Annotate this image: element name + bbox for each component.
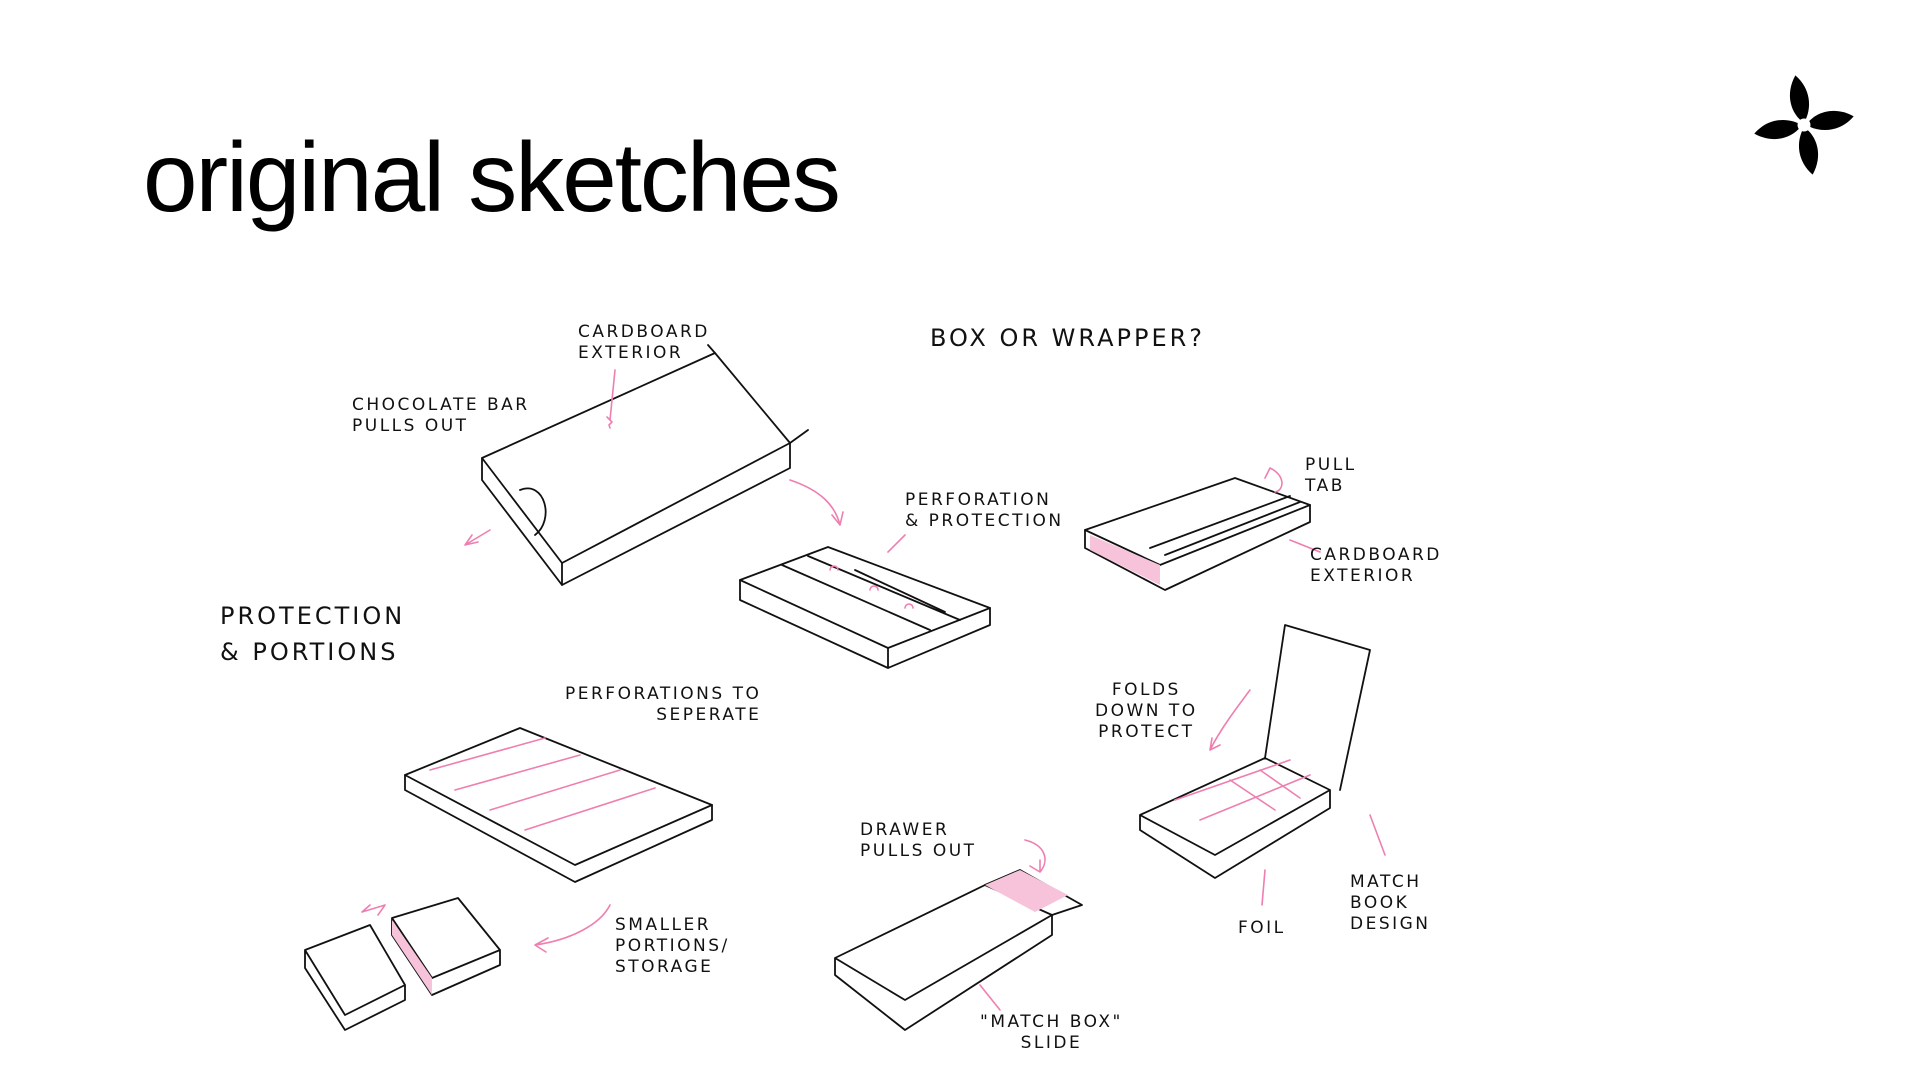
note-smaller-portions-storage: SMALLER PORTIONS/ STORAGE <box>615 915 730 978</box>
sketch-pull-tab-wrapper <box>1085 468 1320 590</box>
sketch-sleeve-box <box>465 345 843 585</box>
sketch-perforated-slab <box>740 535 990 668</box>
sketch-small-portions <box>305 898 500 1030</box>
note-folds-down-to-protect: FOLDS DOWN TO PROTECT <box>1095 680 1198 743</box>
sketch-match-book <box>1140 625 1385 905</box>
note-foil: FOIL <box>1238 918 1286 939</box>
note-pull-tab: PULL TAB <box>1305 455 1357 497</box>
note-protection-portions: PROTECTION & PORTIONS <box>220 598 405 670</box>
sketch-match-box <box>835 840 1082 1030</box>
note-cardboard-exterior-right: CARDBOARD EXTERIOR <box>1310 545 1442 587</box>
note-perforation-protection: PERFORATION & PROTECTION <box>905 490 1064 532</box>
note-match-book-design: MATCH BOOK DESIGN <box>1350 872 1431 935</box>
note-chocolate-bar-pulls-out: CHOCOLATE BAR PULLS OUT <box>352 395 530 437</box>
note-box-or-wrapper: BOX OR WRAPPER? <box>930 320 1205 356</box>
note-match-box-slide: "MATCH BOX" SLIDE <box>980 1012 1123 1054</box>
note-cardboard-exterior-top: CARDBOARD EXTERIOR <box>578 322 710 364</box>
note-drawer-pulls-out: DRAWER PULLS OUT <box>860 820 977 862</box>
note-perforations-to-seperate: PERFORATIONS TO SEPERATE <box>565 684 761 726</box>
